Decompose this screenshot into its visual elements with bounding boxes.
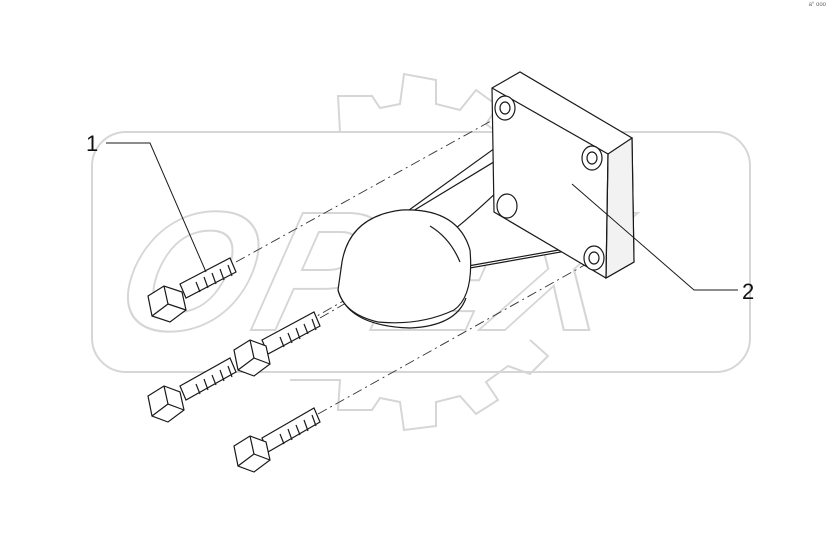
bolt-c [147,357,237,423]
bolt-hole-top-right [581,145,603,171]
hitch-ball-neck [429,225,461,263]
bolt-hole-bottom-right [583,245,605,271]
mounting-plate-side [605,136,635,280]
leader-line-1 [106,142,207,273]
bolt-a [147,257,237,323]
leader-line-2 [571,183,738,291]
mounting-plate-face [491,87,609,279]
bolt-hole-bottom-left [496,193,518,219]
callout-2: 2 [742,279,755,304]
hitch-ball [337,209,472,324]
axis-line-bottom-right [317,261,591,415]
bolt-hole-top-left [494,95,516,121]
ball-bracket [337,71,635,329]
hitch-ball-base [337,289,467,329]
bolt-b [233,311,321,377]
corner-code: a° ooo [808,2,826,8]
bolt-d-head [233,435,271,473]
callout-1: 1 [86,131,99,156]
watermark-frame [91,131,751,373]
bolts [147,257,321,473]
bolt-d [233,407,321,473]
bolt-holes [494,95,605,271]
leader-lines [106,142,738,291]
bolt-c-head [147,385,185,423]
